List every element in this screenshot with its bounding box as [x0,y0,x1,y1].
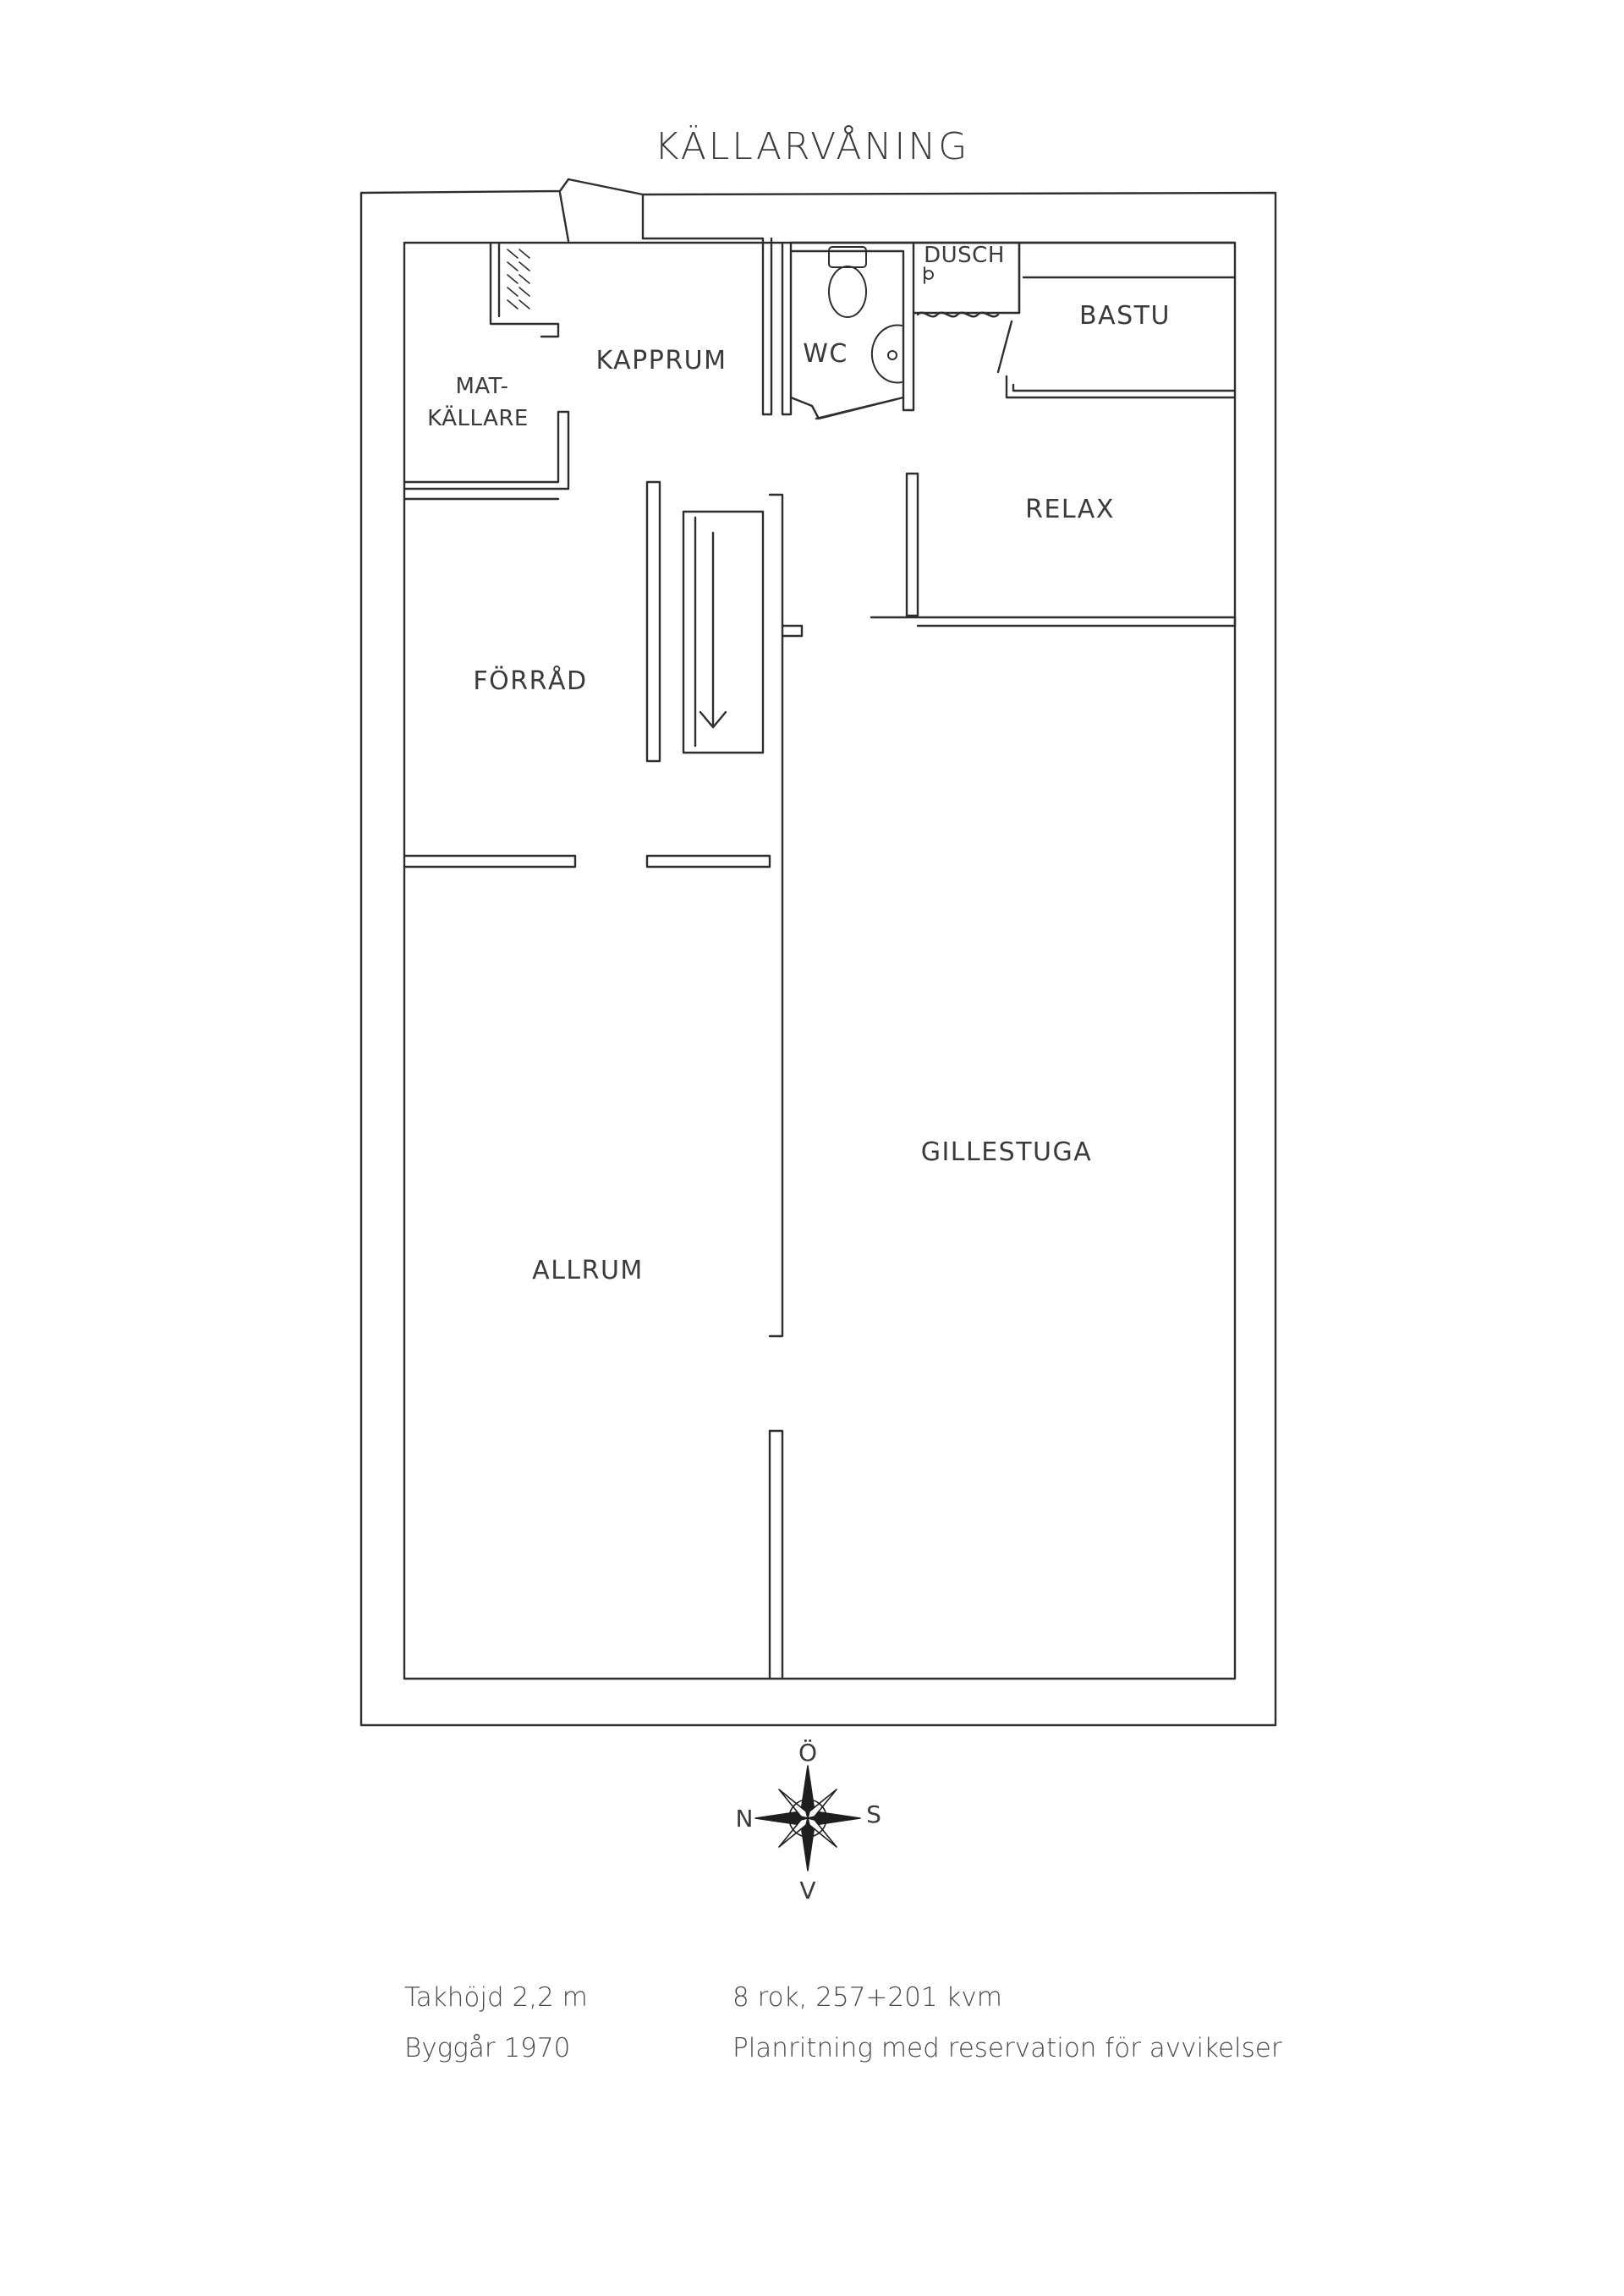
page-title: KÄLLARVÅNING [654,125,970,168]
rooms-area: 8 rok, 257+201 kvm [732,1982,1002,2013]
center-wall [768,493,804,1680]
room-label-wc: WC [803,339,848,369]
disclaimer: Planritning med reservation för avvikels… [732,2033,1282,2063]
wc-walls [789,241,915,420]
compass-label-north: N [736,1805,754,1833]
toilet-icon [828,246,867,318]
build-year: Byggår 1970 [404,2033,571,2063]
compass-label-south: S [866,1800,881,1828]
compass-rose-icon [754,1765,861,1871]
shower-head-icon [924,266,934,284]
sauna-walls [996,241,1237,399]
room-label-bastu: BASTU [1079,301,1171,331]
room-label-forrad: FÖRRÅD [473,666,587,696]
hall-walls [641,237,793,416]
relax-walls [870,472,1237,627]
pantry-shelf-icon [507,249,530,310]
room-label-dusch: DUSCH [924,243,1005,268]
pantry-walls [403,241,570,490]
room-label-matkallare-2: KÄLLARE [427,404,529,431]
room-label-kapprum: KAPPRUM [595,346,727,375]
room-label-matkallare-1: MAT- [455,374,508,399]
sink-icon [870,324,903,384]
ceiling-height: Takhöjd 2,2 m [404,1982,588,2013]
room-label-relax: RELAX [1025,495,1115,524]
storage-walls [403,497,771,869]
staircase [645,480,765,763]
entrance-door [558,191,645,243]
room-label-gillestuga: GILLESTUGA [921,1137,1093,1167]
compass-label-east: Ö [798,1738,817,1767]
room-label-allrum: ALLRUM [532,1256,644,1285]
compass-label-west: V [799,1877,815,1904]
